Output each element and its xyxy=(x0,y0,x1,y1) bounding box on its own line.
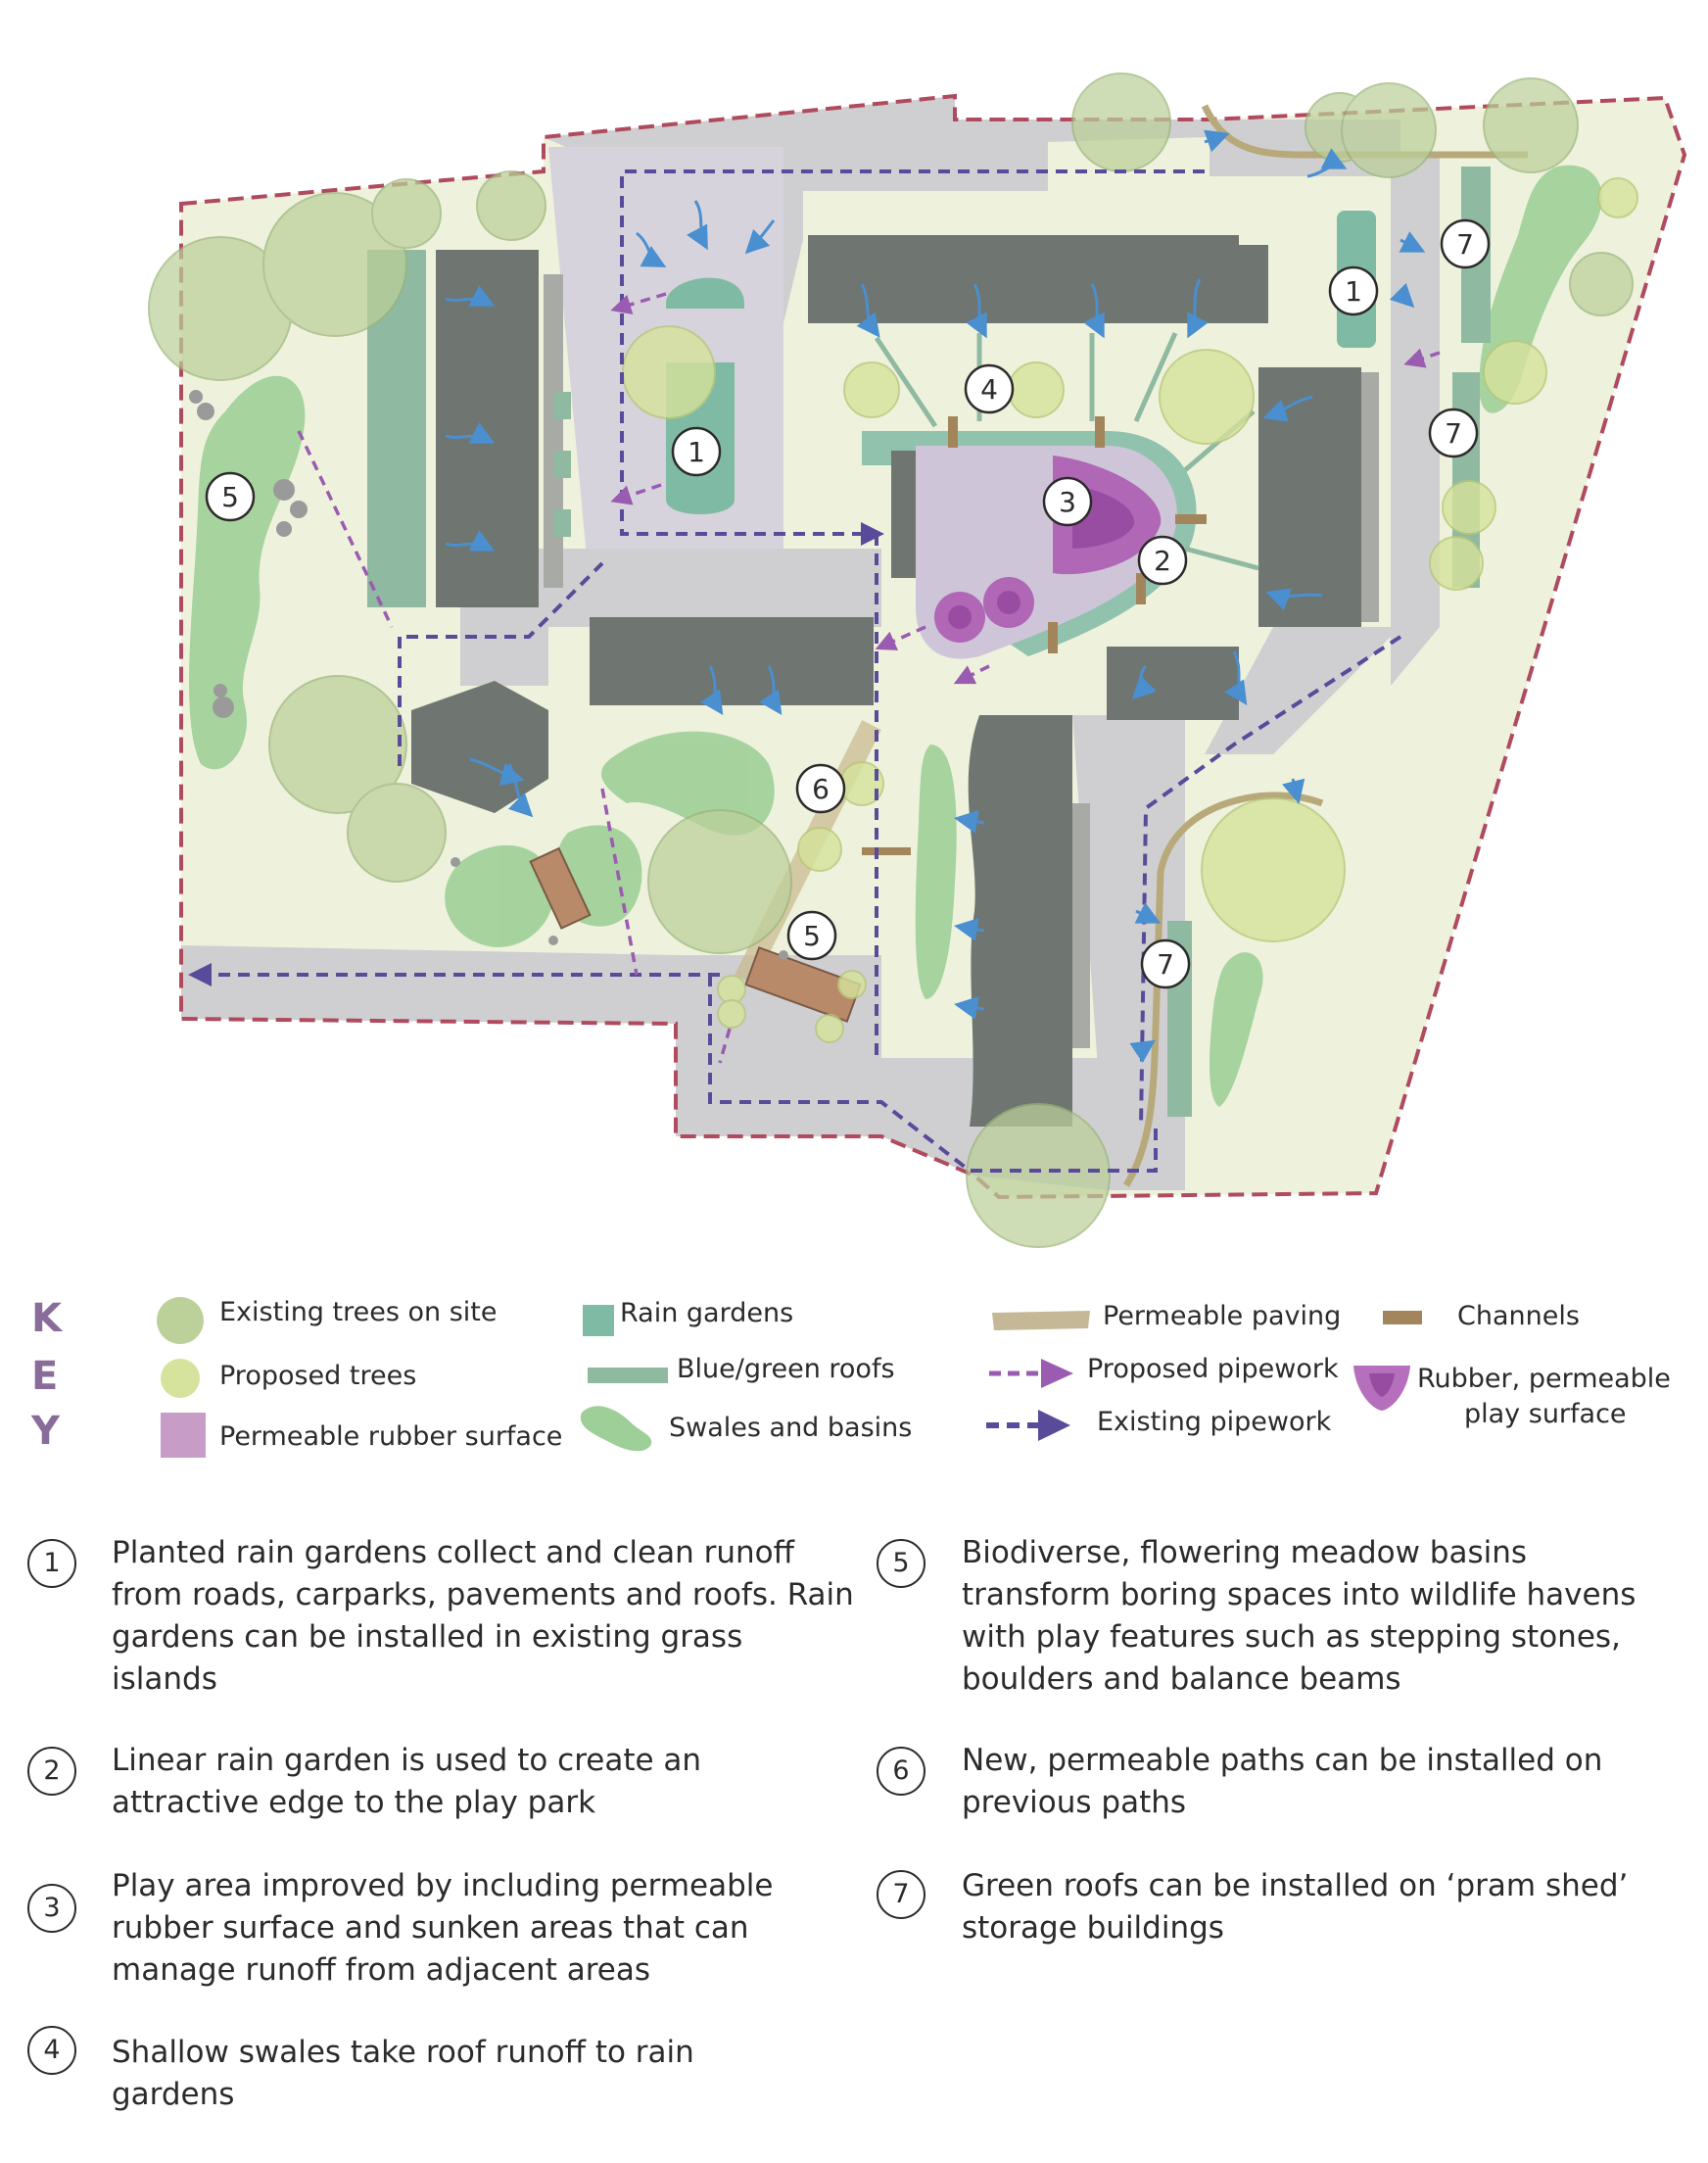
map-marker-label: 3 xyxy=(1059,486,1076,518)
key-letter-k: K xyxy=(31,1296,62,1341)
map-marker-6: 6 xyxy=(795,763,846,814)
proposed-pipework-swatch xyxy=(989,1359,1073,1388)
note-4-badge: 4 xyxy=(27,2026,76,2075)
note-5-badge: 5 xyxy=(877,1539,925,1588)
site-boundary xyxy=(179,93,1687,1200)
note-5-text: Biodiverse, flowering meadow basins tran… xyxy=(962,1535,1637,1697)
key-channels-label: Channels xyxy=(1457,1301,1580,1331)
runoff-arrows xyxy=(445,129,1426,1063)
key-rain-gardens-label: Rain gardens xyxy=(620,1298,794,1328)
map-marker-label: 7 xyxy=(1157,948,1174,981)
channels-swatch xyxy=(1383,1311,1422,1324)
key-blue-green-roofs-label: Blue/green roofs xyxy=(677,1354,895,1384)
proposed-trees xyxy=(622,177,1638,1043)
note-3-text: Play area improved by including permeabl… xyxy=(112,1868,774,1988)
permeable-rubber-swatch xyxy=(161,1413,206,1458)
existing-trees-swatch xyxy=(157,1297,204,1344)
existing-trees xyxy=(148,72,1634,1248)
key-existing-trees-label: Existing trees on site xyxy=(219,1297,498,1327)
note-1-text: Planted rain gardens collect and clean r… xyxy=(112,1535,854,1697)
note-6-text: New, permeable paths can be installed on… xyxy=(962,1743,1603,1820)
key-proposed-trees-label: Proposed trees xyxy=(219,1361,417,1391)
note-1-badge: 1 xyxy=(27,1539,76,1588)
map-marker-label: 4 xyxy=(980,373,998,406)
rubber-play-surface-swatch xyxy=(1353,1366,1410,1411)
key-permeable-paving-label: Permeable paving xyxy=(1103,1301,1342,1331)
site-plan: 1 1 2 3 4 5 5 6 7 7 7 xyxy=(148,72,1687,1248)
rain-gardens-swatch xyxy=(583,1305,614,1336)
map-markers: 1 1 2 3 4 5 5 6 7 7 7 xyxy=(205,218,1491,989)
blue-green-roofs-swatch xyxy=(588,1368,668,1383)
key-proposed-pipework-label: Proposed pipework xyxy=(1087,1354,1339,1384)
note-4-text: Shallow swales take roof runoff to rain … xyxy=(112,2035,694,2112)
key-existing-pipework-label: Existing pipework xyxy=(1097,1407,1332,1437)
note-2-badge: 2 xyxy=(27,1747,76,1796)
channels xyxy=(862,416,1207,855)
key-rubber-play-surface-line1: Rubber, permeable xyxy=(1417,1364,1671,1394)
note-3-badge: 3 xyxy=(27,1884,76,1933)
map-marker-1: 1 xyxy=(1328,265,1379,316)
map-marker-label: 1 xyxy=(1345,275,1362,308)
key-letter-y: Y xyxy=(31,1409,60,1454)
note-6-badge: 6 xyxy=(877,1747,925,1796)
map-marker-2: 2 xyxy=(1137,535,1188,586)
proposed-trees-swatch xyxy=(161,1359,200,1398)
map-marker-label: 5 xyxy=(221,481,239,513)
map-marker-7: 7 xyxy=(1440,218,1491,269)
existing-pipework-swatch xyxy=(986,1410,1070,1441)
note-7-text: Green roofs can be installed on ‘pram sh… xyxy=(962,1868,1629,1946)
map-marker-label: 7 xyxy=(1445,417,1462,450)
existing-pipework xyxy=(188,169,1402,1173)
swales-basins-swatch xyxy=(580,1406,652,1452)
key-permeable-rubber-label: Permeable rubber surface xyxy=(219,1421,563,1452)
map-marker-7: 7 xyxy=(1140,938,1191,989)
key-letter-e: E xyxy=(31,1354,59,1399)
map-marker-5: 5 xyxy=(786,910,837,961)
map-marker-4: 4 xyxy=(964,363,1015,414)
note-2-text: Linear rain garden is used to create an … xyxy=(112,1743,702,1820)
proposed-pipework xyxy=(297,292,1441,1064)
map-marker-label: 1 xyxy=(688,436,705,468)
map-marker-label: 2 xyxy=(1154,545,1171,577)
map-marker-1: 1 xyxy=(671,426,722,477)
map-marker-7: 7 xyxy=(1428,408,1479,458)
map-marker-label: 5 xyxy=(803,920,821,952)
permeable-paving-swatch xyxy=(992,1311,1090,1330)
note-7-badge: 7 xyxy=(877,1870,925,1919)
map-marker-5: 5 xyxy=(205,471,256,522)
map-marker-3: 3 xyxy=(1042,476,1093,527)
stepping-stones xyxy=(189,390,788,960)
key-rubber-play-surface-line2: play surface xyxy=(1464,1399,1627,1429)
map-marker-label: 7 xyxy=(1456,228,1474,261)
decking xyxy=(529,846,862,1023)
map-marker-label: 6 xyxy=(812,773,830,805)
key-swales-basins-label: Swales and basins xyxy=(669,1413,913,1443)
